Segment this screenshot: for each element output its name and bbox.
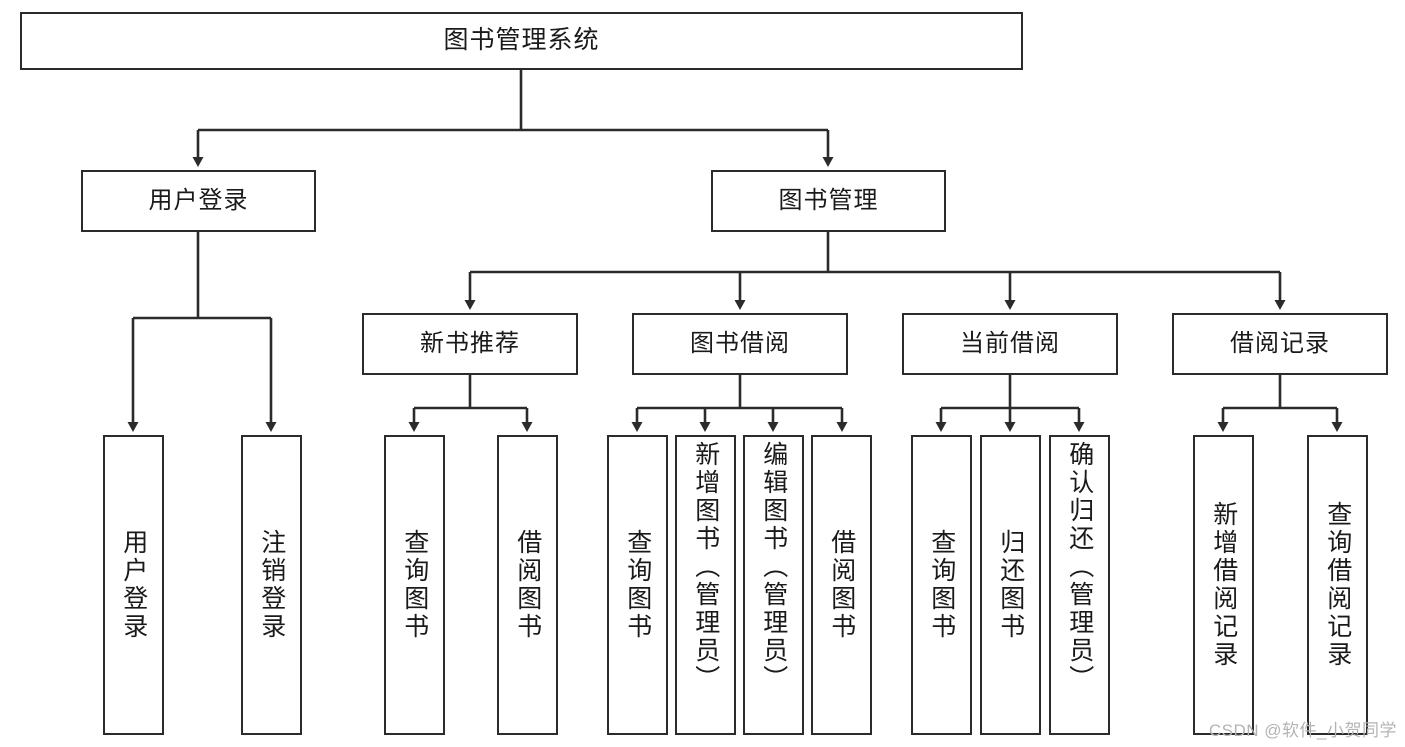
leaf-user-login-logout[interactable]: 注销登录 [241,435,302,735]
leaf-user-login-login[interactable]: 用户登录 [103,435,164,735]
leaf-text-wrap: 新增借阅记录 [1195,437,1252,733]
leaf-text-wrap: 查询借阅记录 [1309,437,1366,733]
node-label: 用户登录 [119,529,148,641]
node-label: 查询图书 [623,529,652,641]
node-new-book-recommend[interactable]: 新书推荐 [362,313,578,375]
leaf-text-wrap: 查询图书 [913,437,970,733]
node-root-system[interactable]: 图书管理系统 [20,12,1023,70]
node-label: 查询图书 [400,529,429,641]
leaf-text-wrap: 借阅图书 [813,437,870,733]
leaf-record-query-record[interactable]: 查询借阅记录 [1307,435,1368,735]
leaf-text-wrap: 确认归还（管理员） [1051,437,1108,737]
leaf-text-wrap: 借阅图书 [499,437,556,733]
node-label: 借阅记录 [1230,329,1330,357]
leaf-borrow-query-book[interactable]: 查询图书 [607,435,668,735]
leaf-text-wrap: 用户登录 [105,437,162,733]
leaf-recommend-query-book[interactable]: 查询图书 [384,435,445,735]
node-label: 图书借阅 [690,329,790,357]
node-label: 新书推荐 [420,329,520,357]
node-label: 新增图书（管理员） [691,441,720,693]
node-label: 查询借阅记录 [1323,501,1352,669]
leaf-text-wrap: 查询图书 [609,437,666,733]
leaf-borrow-add-book-admin[interactable]: 新增图书（管理员） [675,435,736,735]
node-label: 图书管理 [778,186,879,214]
node-user-login[interactable]: 用户登录 [81,170,316,232]
node-label: 借阅图书 [827,529,856,641]
leaf-text-wrap: 注销登录 [243,437,300,733]
node-label: 新增借阅记录 [1209,501,1238,669]
node-current-borrow[interactable]: 当前借阅 [902,313,1118,375]
leaf-current-return-book[interactable]: 归还图书 [980,435,1041,735]
node-label: 查询图书 [927,529,956,641]
leaf-recommend-borrow-book[interactable]: 借阅图书 [497,435,558,735]
node-label: 当前借阅 [960,329,1060,357]
node-label: 借阅图书 [513,529,542,641]
leaf-borrow-borrow-book[interactable]: 借阅图书 [811,435,872,735]
node-label: 确认归还（管理员） [1065,441,1094,693]
leaf-text-wrap: 新增图书（管理员） [677,437,734,737]
leaf-record-add-record[interactable]: 新增借阅记录 [1193,435,1254,735]
leaf-text-wrap: 编辑图书（管理员） [745,437,802,737]
leaf-text-wrap: 归还图书 [982,437,1039,733]
leaf-current-confirm-return-admin[interactable]: 确认归还（管理员） [1049,435,1110,735]
node-borrow-record[interactable]: 借阅记录 [1172,313,1388,375]
node-label: 注销登录 [257,529,286,641]
leaf-current-query-book[interactable]: 查询图书 [911,435,972,735]
node-label: 归还图书 [996,529,1025,641]
node-label: 用户登录 [148,186,249,214]
node-label: 图书管理系统 [443,26,600,55]
leaf-text-wrap: 查询图书 [386,437,443,733]
leaf-borrow-edit-book-admin[interactable]: 编辑图书（管理员） [743,435,804,735]
node-book-management[interactable]: 图书管理 [711,170,946,232]
node-label: 编辑图书（管理员） [759,441,788,693]
node-book-borrow[interactable]: 图书借阅 [632,313,848,375]
